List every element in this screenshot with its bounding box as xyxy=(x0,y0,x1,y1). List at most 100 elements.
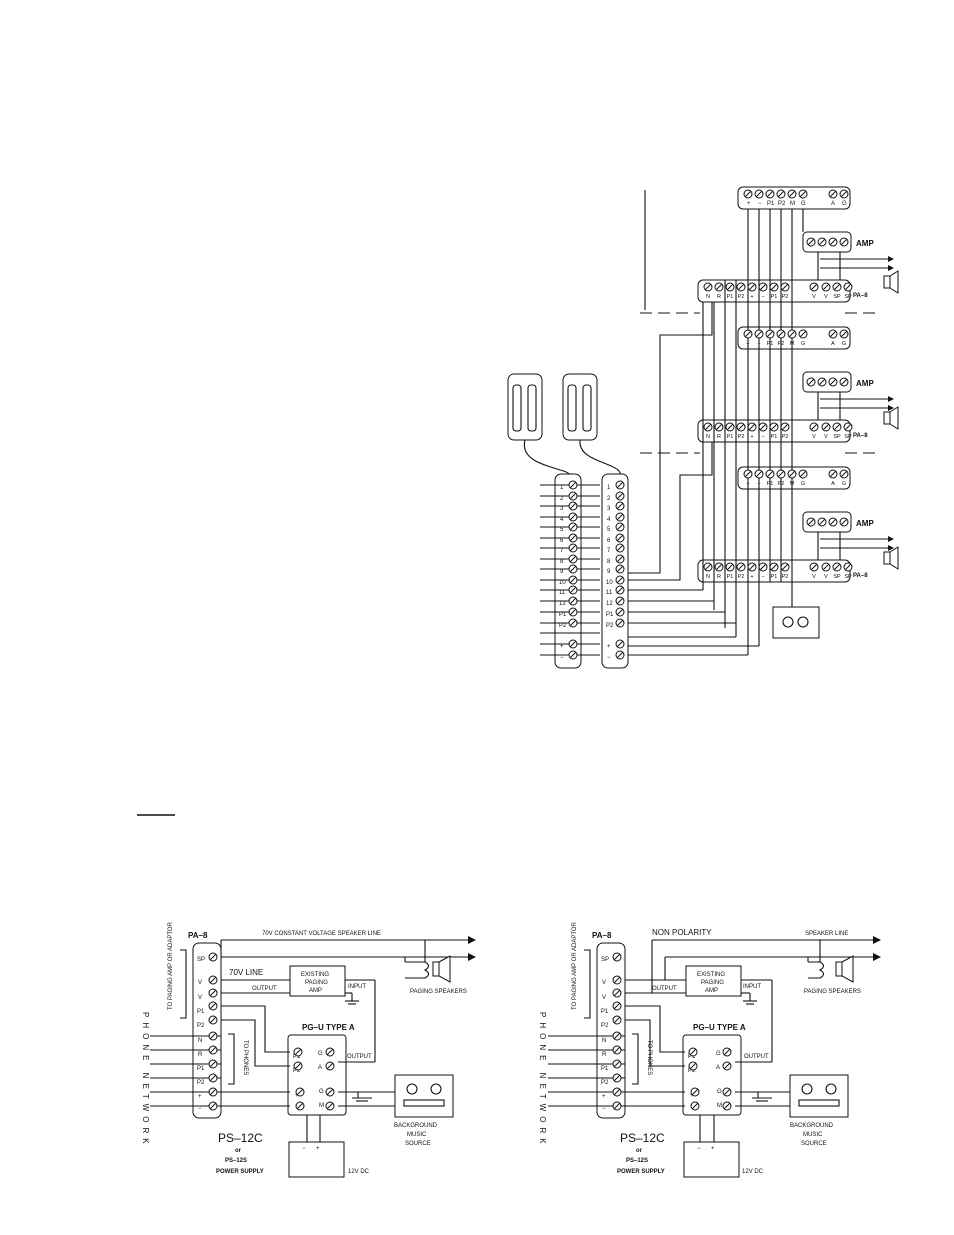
right-strip-screw-5-slot xyxy=(616,534,624,542)
upper-screw-0-6-slot xyxy=(829,190,837,198)
svg-text:MUSIC: MUSIC xyxy=(407,1132,427,1138)
left-power-supply-box xyxy=(288,1141,345,1178)
amp-label-2: AMP xyxy=(856,379,874,388)
left-pgu-screw-6-slot xyxy=(326,1088,334,1096)
lower-term-label-2-0: N xyxy=(706,574,710,580)
lower-term-label-2-3: P2 xyxy=(738,574,745,580)
svg-text:INPUT: INPUT xyxy=(348,984,366,990)
lower-screw-1-4-slot xyxy=(748,423,756,431)
svg-text:N: N xyxy=(198,1038,202,1044)
upper-screw-2-6-slot xyxy=(829,470,837,478)
upper-term-label-1-6: A xyxy=(831,341,835,347)
amp-screw-1-1-slot xyxy=(818,378,826,386)
svg-text:P1: P1 xyxy=(293,1054,301,1060)
upper-screw-0-7-slot xyxy=(840,190,848,198)
right-speaker-icon xyxy=(841,955,854,983)
left-strip-screw-9-slot xyxy=(569,576,577,584)
right-pa8-screw-8-slot xyxy=(613,1074,621,1082)
amp-screw-0-0-slot xyxy=(807,238,815,246)
lower-screw-1-2-slot xyxy=(726,423,734,431)
svg-text:P1: P1 xyxy=(601,1009,609,1015)
svg-text:EXISTING: EXISTING xyxy=(697,972,725,978)
lower-term-label-0-2: P1 xyxy=(727,294,734,300)
svg-text:BACKGROUND: BACKGROUND xyxy=(790,1123,834,1129)
lower-screw-1-1-slot xyxy=(715,423,723,431)
left-ps-main: PS–12C xyxy=(218,1131,263,1145)
upper-screw-0-0-slot xyxy=(744,190,752,198)
svg-text:OUTPUT: OUTPUT xyxy=(744,1054,769,1060)
left-pa8-screw-2-slot xyxy=(209,989,217,997)
left-pa8-terms: SP V V P1 P2 N R P1 P2 + − xyxy=(197,957,205,1112)
right-pa8-screw-4-slot xyxy=(613,1016,621,1024)
right-strip-screw-12-slot xyxy=(616,608,624,616)
upper-screw-1-7-slot xyxy=(840,330,848,338)
right-pa8-terms: SP V V P1 P2 N R P1 P2 + − xyxy=(601,957,609,1112)
upper-screw-0-3-slot xyxy=(777,190,785,198)
svg-text:P2: P2 xyxy=(197,1023,205,1029)
svg-text:V: V xyxy=(198,980,202,986)
lower-screw-2-2-slot xyxy=(726,563,734,571)
pa8-label-1: PA–8 xyxy=(853,293,868,299)
upper-term-label-1-0: + xyxy=(746,341,749,347)
svg-text:INPUT: INPUT xyxy=(743,984,761,990)
lower-term-label-1-1: R xyxy=(717,434,721,440)
amp-screw-2-3-slot xyxy=(840,518,848,526)
svg-text:P2: P2 xyxy=(293,1068,301,1074)
upper-screw-2-3-slot xyxy=(777,470,785,478)
svg-text:R: R xyxy=(602,1052,607,1058)
right-paging-speakers: PAGING SPEAKERS xyxy=(804,989,861,995)
term-label: + xyxy=(747,201,751,207)
svg-text:+: + xyxy=(198,1094,202,1100)
left-existing-amp xyxy=(289,965,346,997)
term-label: P2 xyxy=(778,201,786,207)
svg-text:EXISTING: EXISTING xyxy=(301,972,329,978)
right-pgu-screw-6-slot xyxy=(723,1088,731,1096)
left-strip-screw-8-slot xyxy=(569,565,577,573)
right-pa8-title: PA–8 xyxy=(592,931,612,940)
svg-text:PS–12S: PS–12S xyxy=(225,1158,247,1164)
lower-screw-2-6-slot xyxy=(770,563,778,571)
svg-text:OUTPUT: OUTPUT xyxy=(652,986,677,992)
lower-term-label-0-0: N xyxy=(706,294,710,300)
right-pa8-screw-7-slot xyxy=(613,1060,621,1068)
bus-wires xyxy=(702,209,804,655)
svg-text:−: − xyxy=(560,655,564,661)
term-label: M xyxy=(790,201,795,207)
svg-text:2: 2 xyxy=(560,496,564,502)
svg-text:BACKGROUND: BACKGROUND xyxy=(394,1123,438,1129)
lower-term-label-1-3: P2 xyxy=(738,434,745,440)
left-pa8-screw-3-slot xyxy=(209,1002,217,1010)
lower-screw-1-8-slot xyxy=(810,423,818,431)
lower-term-label-2-10: SP xyxy=(833,574,841,580)
strip-wires xyxy=(540,302,759,656)
lower-screw-0-6-slot xyxy=(770,283,778,291)
left-strip-screw-7-slot xyxy=(569,555,577,563)
svg-text:12V DC: 12V DC xyxy=(742,1169,764,1175)
svg-text:G: G xyxy=(319,1089,324,1095)
svg-text:V: V xyxy=(602,995,606,1001)
svg-text:11: 11 xyxy=(606,590,613,596)
svg-text:M: M xyxy=(717,1103,722,1109)
svg-text:9: 9 xyxy=(560,569,564,575)
left-pgu-screw-0-slot xyxy=(294,1048,302,1056)
left-speaker-icon xyxy=(438,955,451,983)
right-pgu-screw-1-slot xyxy=(689,1062,697,1070)
lower-term-label-0-6: P1 xyxy=(771,294,778,300)
svg-text:12: 12 xyxy=(559,601,566,607)
left-pa8-screw-10-slot xyxy=(209,1102,217,1110)
lower-screw-1-5-slot xyxy=(759,423,767,431)
right-ps-main: PS–12C xyxy=(620,1131,665,1145)
upper-screw-1-4-slot xyxy=(788,330,796,338)
lower-screw-2-7-slot xyxy=(781,563,789,571)
lower-term-label-2-9: V xyxy=(824,574,828,580)
left-pgu-screw-3-slot xyxy=(326,1062,334,1070)
lower-screw-1-10-slot xyxy=(833,423,841,431)
amp-label-3: AMP xyxy=(856,519,874,528)
term-label: G xyxy=(842,201,847,207)
lower-term-label-0-1: R xyxy=(717,294,721,300)
lower-term-label-2-11: SP xyxy=(844,574,852,580)
right-strip-screw-2-slot xyxy=(616,502,624,510)
lower-term-label-1-0: N xyxy=(706,434,710,440)
svg-text:A: A xyxy=(716,1065,720,1071)
lower-screw-1-3-slot xyxy=(737,423,745,431)
